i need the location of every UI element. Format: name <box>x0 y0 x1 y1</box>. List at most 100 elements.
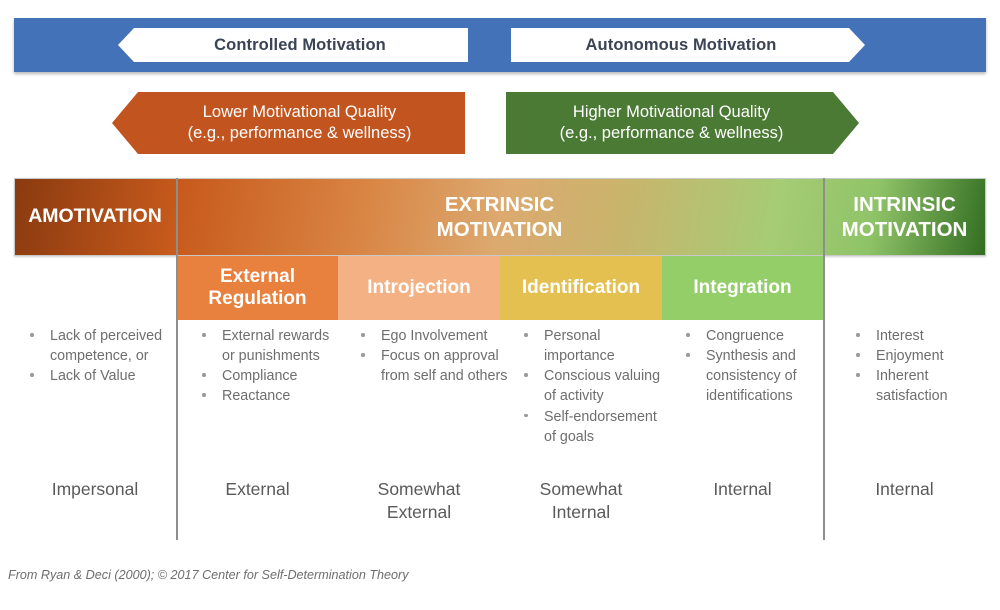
autonomous-motivation-arrow: Autonomous Motivation <box>511 28 865 62</box>
band-label-amotivation: AMOTIVATION <box>14 178 176 256</box>
locus-integration-line-1: Internal <box>713 479 772 499</box>
bullet-text: Ego Involvement <box>381 328 488 344</box>
subcategory-identification: Identification <box>500 256 662 320</box>
band-extrinsic-line-1: EXTRINSIC <box>444 193 555 216</box>
bullet-column-identification: Personal importance Conscious valuing of… <box>522 326 672 447</box>
characteristics-row: Lack of perceived competence, or Lack of… <box>14 326 986 456</box>
subcategory-integration: Integration <box>662 256 823 320</box>
bullet-dot-icon <box>856 373 860 377</box>
list-item: Conscious valuing of activity <box>522 366 672 406</box>
locus-identification-line-1: Somewhat <box>539 479 623 499</box>
subcategory-external-regulation: External Regulation <box>177 256 338 320</box>
external-regulation-line-2: Regulation <box>208 288 307 309</box>
bullet-dot-icon <box>856 333 860 337</box>
identification-line-1: Identification <box>521 276 641 298</box>
list-item: Focus on approval from self and others <box>359 346 511 386</box>
bullet-column-integration: Congruence Synthesis and consistency of … <box>684 326 829 407</box>
list-item: Self-endorsement of goals <box>522 407 672 447</box>
bullet-text: External rewards or punishments <box>222 328 330 365</box>
bullet-list-introjection: Ego Involvement Focus on approval from s… <box>359 326 511 386</box>
bullet-column-intrinsic: Interest Enjoyment Inherent satisfaction <box>854 326 989 407</box>
bullet-text: Lack of Value <box>50 368 136 385</box>
source-citation: From Ryan & Deci (2000); © 2017 Center f… <box>8 568 409 582</box>
locus-introjection-line-2: External <box>386 501 452 522</box>
autonomous-motivation-label: Autonomous Motivation <box>585 35 777 54</box>
bullet-text: Reactance <box>222 388 291 405</box>
list-item: Ego Involvement <box>359 326 511 346</box>
bullet-text: Self-endorsement of goals <box>544 408 657 445</box>
bullet-list-identification: Personal importance Conscious valuing of… <box>522 326 672 447</box>
list-item: Lack of perceived competence, or <box>28 326 180 366</box>
band-extrinsic-line-2: MOTIVATION <box>436 218 563 241</box>
controlled-motivation-arrow: Controlled Motivation <box>118 28 468 62</box>
bullet-dot-icon <box>524 373 528 377</box>
bullet-text: Compliance <box>222 368 298 385</box>
bullet-list-integration: Congruence Synthesis and consistency of … <box>684 326 829 407</box>
locus-external-regulation: External <box>177 478 338 540</box>
bullet-dot-icon <box>202 373 206 377</box>
locus-integration: Internal <box>662 478 823 540</box>
bullet-dot-icon <box>856 353 860 357</box>
locus-introjection-line-1: Somewhat <box>377 479 461 499</box>
locus-identification-line-2: Internal <box>551 501 611 522</box>
bullet-dot-icon <box>202 393 206 397</box>
band-intrinsic-line-2: MOTIVATION <box>841 218 968 241</box>
bullet-list-intrinsic: Interest Enjoyment Inherent satisfaction <box>854 326 989 407</box>
locus-amotivation: Impersonal <box>14 478 176 540</box>
locus-amotivation-line-1: Impersonal <box>51 479 139 499</box>
integration-line-1: Integration <box>693 276 792 298</box>
motivation-continuum-matrix: AMOTIVATION EXTRINSIC MOTIVATION INTRINS… <box>14 178 986 540</box>
list-item: Compliance <box>200 366 342 386</box>
bullet-column-external-regulation: External rewards or punishments Complian… <box>200 326 342 407</box>
list-item: External rewards or punishments <box>200 326 342 366</box>
bullet-dot-icon <box>524 333 528 337</box>
controlled-motivation-label: Controlled Motivation <box>214 35 386 54</box>
list-item: Enjoyment <box>854 346 989 366</box>
higher-motivational-quality-chevron: Higher Motivational Quality (e.g., perfo… <box>506 92 859 154</box>
motivation-category-band: AMOTIVATION EXTRINSIC MOTIVATION INTRINS… <box>14 178 986 256</box>
bullet-text: Interest <box>876 328 924 344</box>
regulation-type-row: External Regulation Introjection Identif… <box>14 256 986 320</box>
list-item: Inherent satisfaction <box>854 366 989 406</box>
bullet-dot-icon <box>686 353 690 357</box>
motivation-type-banner: Controlled Motivation Autonomous Motivat… <box>14 18 986 72</box>
bullet-list-external-regulation: External rewards or punishments Complian… <box>200 326 342 407</box>
band-amotivation-line-1: AMOTIVATION <box>28 205 162 228</box>
locus-external-regulation-line-1: External <box>225 479 290 499</box>
external-regulation-line-1: External <box>220 265 295 287</box>
bullet-text: Lack of perceived competence, or <box>50 328 163 365</box>
bullet-text: Inherent satisfaction <box>876 368 948 405</box>
list-item: Lack of Value <box>28 366 180 386</box>
band-intrinsic-line-1: INTRINSIC <box>853 193 956 216</box>
bullet-text: Enjoyment <box>876 348 944 365</box>
bullet-text: Synthesis and consistency of identificat… <box>706 348 797 405</box>
lower-quality-line-1: Lower Motivational Quality <box>202 102 397 121</box>
perceived-locus-row: Impersonal External Somewhat External So… <box>14 478 986 540</box>
locus-intrinsic: Internal <box>823 478 986 540</box>
introjection-line-1: Introjection <box>367 276 471 298</box>
bullet-text: Focus on approval from self and others <box>381 348 508 385</box>
bullet-text: Conscious valuing of activity <box>544 368 661 405</box>
bullet-text: Personal importance <box>544 328 615 365</box>
bullet-dot-icon <box>30 333 34 337</box>
lower-motivational-quality-chevron: Lower Motivational Quality (e.g., perfor… <box>112 92 465 154</box>
locus-identification: Somewhat Internal <box>500 478 662 540</box>
bullet-dot-icon <box>202 333 206 337</box>
bullet-list-amotivation: Lack of perceived competence, or Lack of… <box>28 326 180 386</box>
subcategory-introjection: Introjection <box>338 256 500 320</box>
bullet-dot-icon <box>686 333 690 337</box>
bullet-text: Congruence <box>706 328 784 344</box>
lower-quality-line-2: (e.g., performance & wellness) <box>187 124 412 142</box>
locus-intrinsic-line-1: Internal <box>875 479 934 499</box>
matrix-divider-left <box>176 178 178 540</box>
list-item: Reactance <box>200 386 342 406</box>
bullet-dot-icon <box>361 333 365 337</box>
higher-quality-line-1: Higher Motivational Quality <box>572 102 771 121</box>
matrix-divider-right <box>823 178 825 540</box>
locus-introjection: Somewhat External <box>338 478 500 540</box>
list-item: Synthesis and consistency of identificat… <box>684 346 829 406</box>
bullet-dot-icon <box>361 353 365 357</box>
higher-quality-line-2: (e.g., performance & wellness) <box>559 124 784 142</box>
list-item: Personal importance <box>522 326 672 366</box>
bullet-dot-icon <box>524 413 528 418</box>
